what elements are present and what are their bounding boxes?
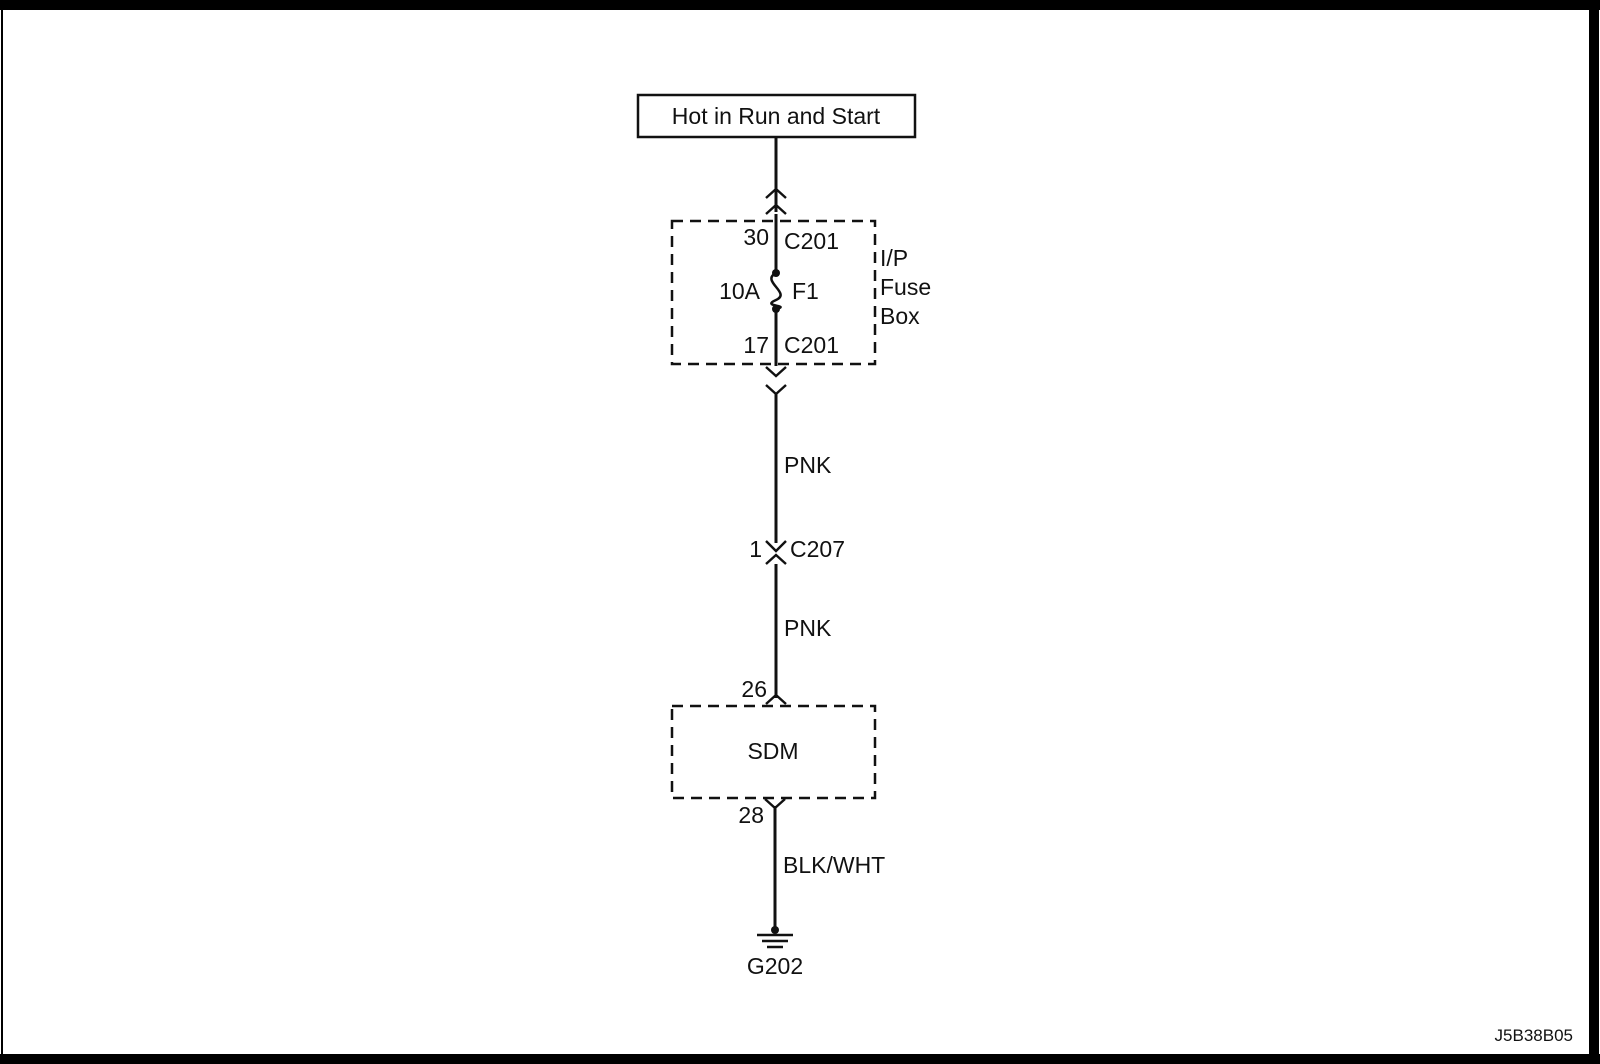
fuse-box-name-line-3: Box (880, 303, 920, 329)
wire-color-label-3: BLK/WHT (783, 852, 885, 878)
fuse-rating: 10A (719, 278, 761, 304)
connector-c207-icon (765, 540, 787, 565)
connector-c207-name: C207 (790, 536, 845, 562)
ground-label: G202 (747, 953, 803, 979)
power-source: Hot in Run and Start (636, 93, 917, 139)
fuse-icon (770, 271, 782, 311)
fuse-box-outline (670, 219, 877, 366)
fuse-box-bottom-pin: 17 (743, 332, 769, 358)
sdm-input-pin: 26 (741, 676, 767, 702)
sdm-outline (670, 704, 877, 800)
fuse-box-top-pin: 30 (743, 224, 769, 250)
wire-color-label-1: PNK (784, 452, 832, 478)
sdm-label: SDM (747, 738, 798, 764)
wire-color-label-2: PNK (784, 615, 832, 641)
fuse-box: 30 C201 10A F1 17 C201 I/P Fuse Box (670, 214, 931, 366)
ground-icon (757, 926, 793, 949)
sdm-module: 26 SDM 28 (670, 676, 877, 828)
figure-id: J5B38B05 (1495, 1026, 1573, 1045)
fuse-box-name-line-2: Fuse (880, 274, 931, 300)
sdm-input-terminal-icon (765, 693, 787, 705)
connector-c201-top-icon (765, 187, 787, 215)
fuse-name: F1 (792, 278, 819, 304)
sdm-ground-pin: 28 (738, 802, 764, 828)
fuse-box-bottom-connector: C201 (784, 332, 839, 358)
connector-c207-pin: 1 (749, 536, 762, 562)
fuse-box-top-connector: C201 (784, 228, 839, 254)
fuse-box-name-line-1: I/P (880, 245, 908, 271)
power-source-label: Hot in Run and Start (672, 103, 881, 129)
